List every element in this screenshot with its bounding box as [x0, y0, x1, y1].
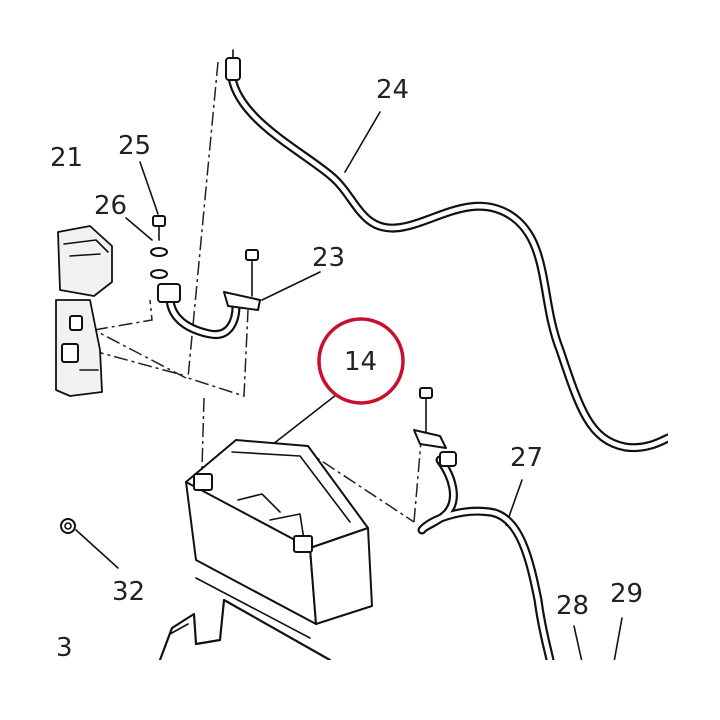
relay-part-21: [55, 225, 113, 397]
callout-32: 32: [112, 577, 145, 607]
cable-27: [413, 387, 555, 665]
callout-28: 28: [556, 591, 589, 621]
callout-21: 21: [50, 143, 83, 173]
callout-14: 14: [344, 347, 377, 377]
cable-24: [225, 49, 673, 453]
callout-25: 25: [118, 131, 151, 161]
right-edge-mask: [668, 0, 720, 720]
left-edge-mask: [0, 0, 52, 660]
battery-14: [185, 439, 373, 639]
highlight-circle: [317, 317, 405, 405]
bolt-25: [152, 215, 166, 241]
callout-24: 24: [376, 75, 409, 105]
washer-26: [150, 247, 168, 279]
callout-27: 27: [510, 443, 543, 473]
part-32: [60, 518, 76, 534]
bottom-tray: [158, 598, 332, 662]
callout-26: 26: [94, 191, 127, 221]
callout-3: 3: [56, 633, 73, 663]
callout-29: 29: [610, 579, 643, 609]
bottom-edge-mask: [0, 660, 720, 720]
cable-23: [157, 249, 261, 340]
leader-lines: [75, 111, 623, 663]
callout-23: 23: [312, 243, 345, 273]
